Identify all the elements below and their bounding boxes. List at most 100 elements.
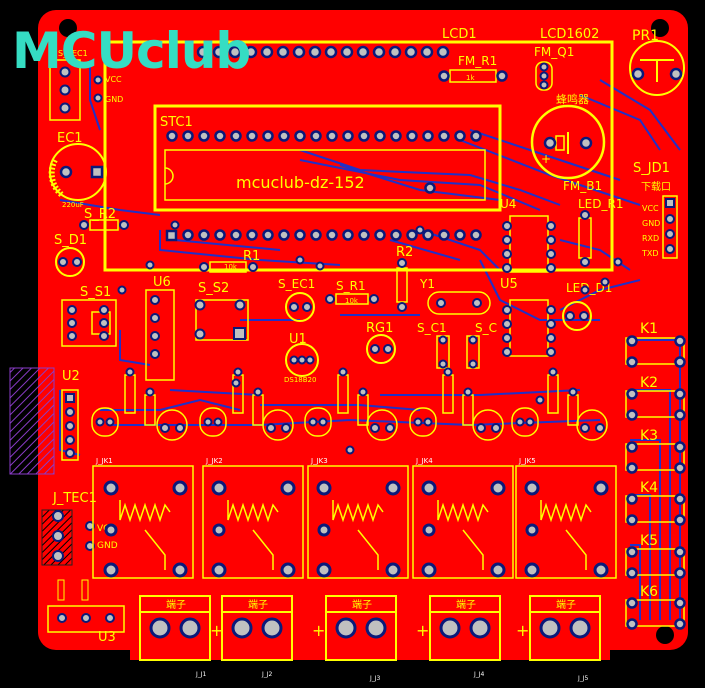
j-j2-label: J_J2: [261, 671, 273, 678]
mcuclub-logo: MCUclub: [12, 22, 251, 80]
r1-label: R1: [243, 249, 260, 264]
u2-label: U2: [62, 369, 80, 384]
s-s1-label: S_S1: [80, 285, 111, 300]
s-vcc-label: VCC: [105, 75, 122, 84]
j-jk5-label: J_JK5: [518, 457, 536, 465]
key-column: [625, 335, 686, 630]
stc1-pins-bottom: [165, 182, 482, 242]
s-r1-body: [335, 293, 369, 305]
j-j5-label: J_J5: [577, 675, 589, 682]
r1-body: [209, 261, 247, 273]
s-gnd-label: GND: [105, 95, 123, 104]
j-jk4-label: J_JK4: [415, 457, 433, 465]
fm-q1-footprint: [535, 61, 553, 91]
s-s1-footprint: [61, 299, 117, 347]
j-jk1-label: J_JK1: [95, 457, 113, 465]
fm-r1-value: 1k: [466, 74, 475, 82]
ec1-value: 220uF: [62, 201, 84, 209]
u3-footprint: [47, 579, 125, 633]
k5-label: K5: [640, 533, 658, 549]
relay-row: J_JK1 J_JK2 J_JK3 J_JK4 J_JK5: [92, 457, 617, 579]
terminal-plus-4: +: [516, 621, 529, 640]
y1-label: Y1: [419, 277, 435, 291]
buzzer-footprint: [530, 104, 606, 180]
k4-label: K4: [640, 480, 658, 496]
u4-footprint: [502, 215, 556, 273]
s-s2-label: S_S2: [198, 281, 229, 296]
s-r1-label: S_R1: [336, 279, 366, 293]
s-tec1-label: S_TEC1: [58, 49, 88, 58]
lcd1602-label: LCD1602: [540, 27, 599, 42]
j-j4-label: J_J4: [473, 671, 485, 678]
lcd1602-outline: [103, 40, 614, 272]
board-name-label: mcuclub-dz-152: [236, 173, 365, 192]
u6-label: U6: [153, 275, 171, 290]
terminal-label-3: 端子: [352, 598, 372, 611]
stc1-notch: [164, 167, 174, 185]
u5-footprint: [502, 299, 556, 357]
u3-label: U3: [98, 630, 116, 645]
s-d1-label: S_D1: [54, 233, 87, 248]
fm-r1-label: FM_R1: [458, 54, 497, 68]
s-r1-value: 10k: [345, 297, 359, 305]
mount-hole: [59, 19, 77, 37]
r2-label: R2: [396, 245, 413, 260]
buzzer-label: 蜂鸣器: [556, 92, 589, 106]
s-jd1-header: [662, 195, 678, 259]
s-r2-body: [89, 219, 119, 231]
download-port-label: 下载口: [641, 181, 671, 193]
led-r1-label: LED_R1: [578, 197, 623, 211]
terminal-label-2: 端子: [248, 598, 268, 611]
stc1-socket: [164, 149, 486, 201]
driver-row: [91, 367, 608, 441]
y1-footprint: [427, 291, 491, 315]
vias: [117, 220, 623, 455]
stc1-label: STC1: [160, 115, 193, 130]
terminal-label-1: 端子: [166, 598, 186, 611]
k6-label: K6: [640, 584, 658, 600]
lcd1-label: LCD1: [442, 27, 477, 42]
j-j3-label: J_J3: [369, 675, 381, 682]
terminal-plus-1: +: [210, 621, 223, 640]
j-gnd-label: GND: [97, 541, 118, 551]
s-c2-label: S_C: [475, 321, 497, 335]
led-d1-label: LED_D1: [566, 281, 612, 295]
buzzer-plus: +: [541, 152, 551, 166]
u2-shield: [9, 367, 55, 475]
s-ec1-footprint: [285, 292, 315, 322]
u4-label: U4: [500, 197, 516, 211]
s-r2-label: S_R2: [84, 207, 116, 222]
fm-r1-body: [449, 69, 497, 83]
ds18b20-label: DS18B20: [284, 376, 316, 384]
r1-value: 10k: [224, 263, 238, 271]
terminal-row: 端子 端子 端子 端子 端子 + + + + J_J1 J_J2 J_J3 J_…: [139, 595, 601, 682]
k1-label: K1: [640, 321, 658, 337]
j-tec1-label: J_TEC1: [52, 491, 97, 506]
rg1-label: RG1: [366, 321, 393, 336]
k3-label: K3: [640, 428, 658, 444]
mount-hole: [651, 19, 669, 37]
j-tec1-footprint: [52, 510, 95, 562]
s-d1-footprint: [55, 247, 85, 277]
terminal-label-4: 端子: [456, 598, 476, 611]
s-jd1-label: S_JD1: [633, 161, 670, 176]
fm-b1-label: FM_B1: [563, 179, 602, 193]
u6-footprint: [145, 289, 175, 381]
s-tec1-footprint: [49, 59, 103, 121]
j-jk3-label: J_JK3: [310, 457, 328, 465]
fm-q1-label: FM_Q1: [534, 45, 574, 59]
rg1-footprint: [366, 334, 396, 364]
terminal-plus-3: +: [416, 621, 429, 640]
pr1-label: PR1: [632, 28, 659, 44]
lcd-header-pins: [196, 45, 450, 59]
u1-footprint: [285, 343, 319, 377]
j-j1-label: J_J1: [195, 671, 207, 678]
k2-label: K2: [640, 375, 658, 391]
s-ec1-label: S_EC1: [278, 277, 315, 291]
mount-hole: [656, 626, 674, 644]
stc1-outline: [153, 104, 502, 212]
u2-header: [61, 389, 79, 461]
jd-vcc-label: VCC: [642, 204, 659, 213]
pr1-footprint: [629, 40, 685, 96]
